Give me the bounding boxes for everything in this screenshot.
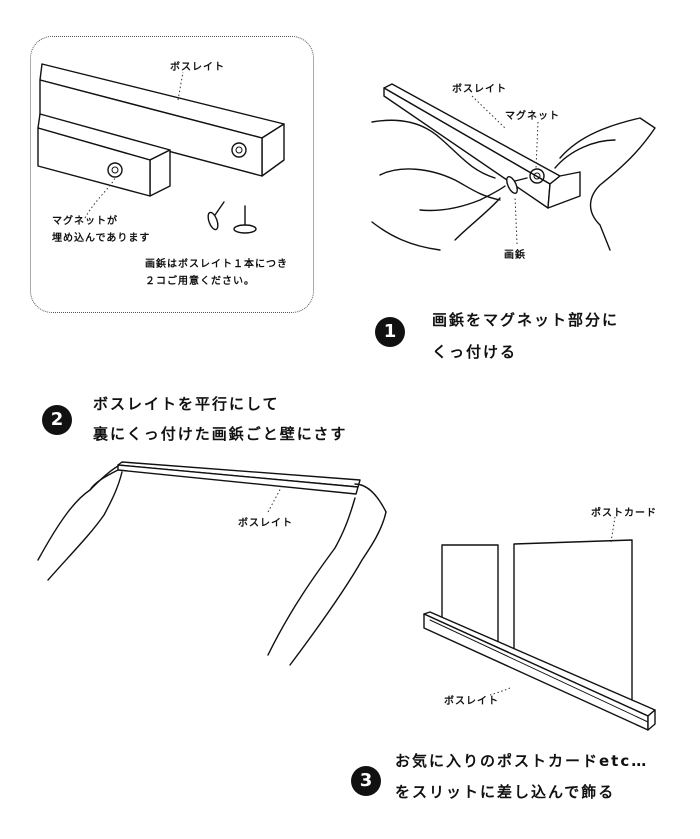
label-boslate-box: ボスレイト bbox=[170, 62, 225, 73]
step3-illustration bbox=[423, 539, 656, 731]
step-3-line-2: をスリットに差し込んで飾る bbox=[395, 783, 616, 801]
label-boslate-step3: ボスレイト bbox=[444, 696, 499, 707]
box-pin-note-1: 画鋲はボスレイト１本につき bbox=[145, 259, 288, 270]
label-boslate-step2: ボスレイト bbox=[238, 518, 293, 529]
step-1-line-1: 画鋲をマグネット部分に bbox=[432, 311, 620, 329]
bar-illustration-long bbox=[39, 63, 285, 177]
bar-illustration-short bbox=[37, 113, 171, 197]
step-2-line-1: ボスレイトを平行にして bbox=[93, 395, 280, 413]
box-pin-note-2: ２コご用意ください。 bbox=[145, 276, 255, 287]
step-1-line-2: くっ付ける bbox=[432, 343, 518, 361]
step1-illustration bbox=[371, 83, 656, 251]
step-3-line-1: お気に入りのポストカードetc… bbox=[395, 752, 649, 770]
step2-illustration bbox=[37, 461, 387, 666]
label-magnet: マグネット bbox=[505, 111, 560, 122]
box-magnet-note-1: マグネットが bbox=[52, 216, 118, 227]
step-1-badge: 1 bbox=[375, 317, 405, 347]
label-boslate-step1: ボスレイト bbox=[452, 84, 507, 95]
step-2-badge: 2 bbox=[42, 405, 72, 435]
label-pin: 画鋲 bbox=[504, 250, 526, 261]
pushpin-icons bbox=[207, 201, 257, 234]
step-3-badge: 3 bbox=[351, 766, 381, 796]
box-magnet-note-2: 埋め込んであります bbox=[52, 233, 151, 244]
step-2-line-2: 裏にくっ付けた画鋲ごと壁にさす bbox=[93, 425, 348, 443]
info-box bbox=[30, 36, 314, 313]
label-postcard: ポストカード bbox=[591, 508, 657, 519]
